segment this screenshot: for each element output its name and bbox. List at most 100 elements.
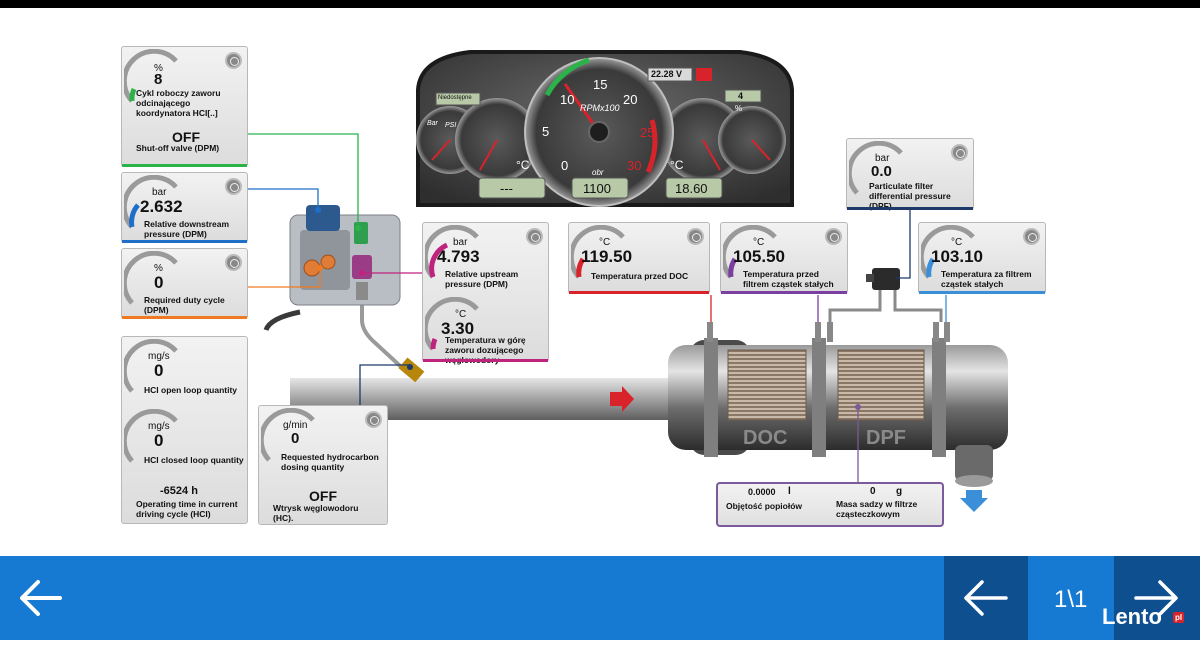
dpf-core [837,349,925,421]
gear-icon[interactable] [526,228,543,245]
downstream-pressure-panel[interactable]: bar 2.632 Relative downstream pressure (… [121,172,248,243]
dpf-diff-label: Particulate filter differential pressure… [869,181,951,211]
center-display: 1100 [583,181,611,196]
temp-unit-left: °C [516,158,530,172]
pressure-sensor-blue [306,205,340,231]
upstream-gauge-arc [425,225,479,279]
duty-cycle-panel[interactable]: % 0 Required duty cycle (DPM) [121,248,248,319]
shutoff-value: 8 [154,71,163,88]
hydrocarbon-dosing-panel[interactable]: g/min 0 Requested hydrocarbon dosing qua… [258,405,388,525]
shutoff-label: Cykl roboczy zaworu odcinającego koordyn… [136,88,221,118]
right-display: 18.60 [675,181,708,196]
soot-value: 0 [870,486,876,497]
temp-unit-right: °C [670,158,684,172]
dpf-label: DPF [866,427,906,449]
post-filter-gauge-arc [921,225,975,279]
hci-closed-unit: mg/s [148,421,170,432]
center-display-label: obr [592,168,604,177]
doc-label: DOC [743,427,788,449]
rpm-tick-30: 30 [627,158,642,173]
gear-icon[interactable] [225,254,242,271]
back-button[interactable] [0,556,90,640]
outlet-arrow-icon [960,490,988,512]
rpm-tick-0: 0 [561,158,569,173]
downstream-value: 2.632 [140,197,183,216]
post-filter-value: 103.10 [931,247,983,266]
watermark-text: Lento [1102,604,1162,629]
doc-temp-gauge-arc [571,225,625,279]
gear-icon[interactable] [951,144,968,161]
post-filter-temperature-panel[interactable]: °C 103.10 Temperatura za filtrem cząstek… [918,222,1046,294]
downstream-label: Relative downstream pressure (DPM) [144,219,230,239]
hydrocarbon-state: OFF [309,488,337,504]
upstream-temp-value: 3.30 [441,319,475,338]
downstream-unit: bar [152,187,167,198]
arrow-left-icon [20,580,62,616]
hci-closed-value: 0 [154,431,164,450]
hci-closed-gauge-arc [124,409,178,463]
rpm-tick-10: 10 [560,92,575,107]
ash-value: 0.0000 [748,487,776,497]
psi-label: PSI [445,122,457,129]
battery-voltage: 22.28 V [651,69,683,79]
dpf-differential-pressure-panel[interactable]: bar 0.0 Particulate filter differential … [846,138,974,211]
duty-label: Required duty cycle (DPM) [144,295,225,315]
hci-quantity-panel[interactable]: mg/s 0 HCI open loop quantity mg/s 0 HCI… [121,336,248,524]
gear-icon[interactable] [225,178,242,195]
rpm-unit: RPMx100 [580,103,620,113]
upstream-temp-unit: °C [455,309,467,320]
arrow-left-icon [964,580,1008,616]
upstream-unit: bar [453,237,468,248]
doc-temperature-panel[interactable]: °C 119.50 Temperatura przed DOC [568,222,710,294]
valve-green [354,222,368,244]
hci-open-unit: mg/s [148,351,170,362]
doc-temp-label: Temperatura przed DOC [591,271,689,281]
gear-icon[interactable] [687,228,704,245]
shutoff-color-stripe [122,164,247,167]
next-page-button[interactable] [1114,556,1200,640]
shutoff-state-label: Shut-off valve (DPM) [136,143,220,153]
shutoff-valve-panel[interactable]: % 8 Cykl roboczy zaworu odcinającego koo… [121,46,248,167]
pre-filter-gauge-arc [723,225,777,279]
arrow-right-icon [1134,580,1178,616]
rpm-tick-20: 20 [623,92,638,107]
gear-icon[interactable] [225,52,242,69]
hydrocarbon-label: Requested hydrocarbon dosing quantity [281,452,379,472]
previous-page-button[interactable] [944,556,1028,640]
upstream-label: Relative upstream pressure (DPM) [445,269,519,289]
ash-soot-panel[interactable]: 0.0000 l Objętość popiołów 0 g Masa sadz… [716,482,944,527]
gear-icon[interactable] [365,411,382,428]
pre-filter-value: 105.50 [733,247,785,266]
shutoff-gauge-arc [124,49,178,103]
shutoff-state: OFF [172,129,200,145]
pre-filter-color-stripe [721,291,847,294]
gear-icon[interactable] [1023,228,1040,245]
percent-unit: % [735,104,743,113]
doc-temp-color-stripe [569,291,709,294]
top-black-bar [0,0,1200,8]
hci-open-value: 0 [154,361,164,380]
pre-filter-temperature-panel[interactable]: °C 105.50 Temperatura przed filtrem cząs… [720,222,848,294]
post-filter-label: Temperatura za filtrem cząstek stałych [941,269,1032,289]
post-filter-unit: °C [951,237,963,248]
downstream-gauge-arc [124,175,178,229]
rpm-tick-25: 25 [640,125,655,140]
dpf-diff-value: 0.0 [871,163,892,180]
post-filter-color-stripe [919,291,1045,294]
hci-open-label: HCI open loop quantity [144,385,238,395]
dpf-diff-gauge-arc [849,141,903,195]
shutoff-unit: % [154,63,163,74]
soot-unit: g [896,486,903,497]
gear-icon[interactable] [825,228,842,245]
upstream-temp-gauge-arc [425,297,479,351]
doc-temp-unit: °C [599,237,611,248]
upstream-pressure-panel[interactable]: bar 4.793 Relative upstream pressure (DP… [422,222,549,365]
page-indicator: 1\1 [1054,586,1088,613]
rpm-tick-5: 5 [542,124,550,139]
left-display: --- [500,181,513,196]
hci-open-gauge-arc [124,339,178,393]
duty-unit: % [154,263,163,274]
pre-filter-label: Temperatura przed filtrem cząstek stałyc… [743,269,834,289]
watermark-suffix: pl [1173,612,1185,623]
